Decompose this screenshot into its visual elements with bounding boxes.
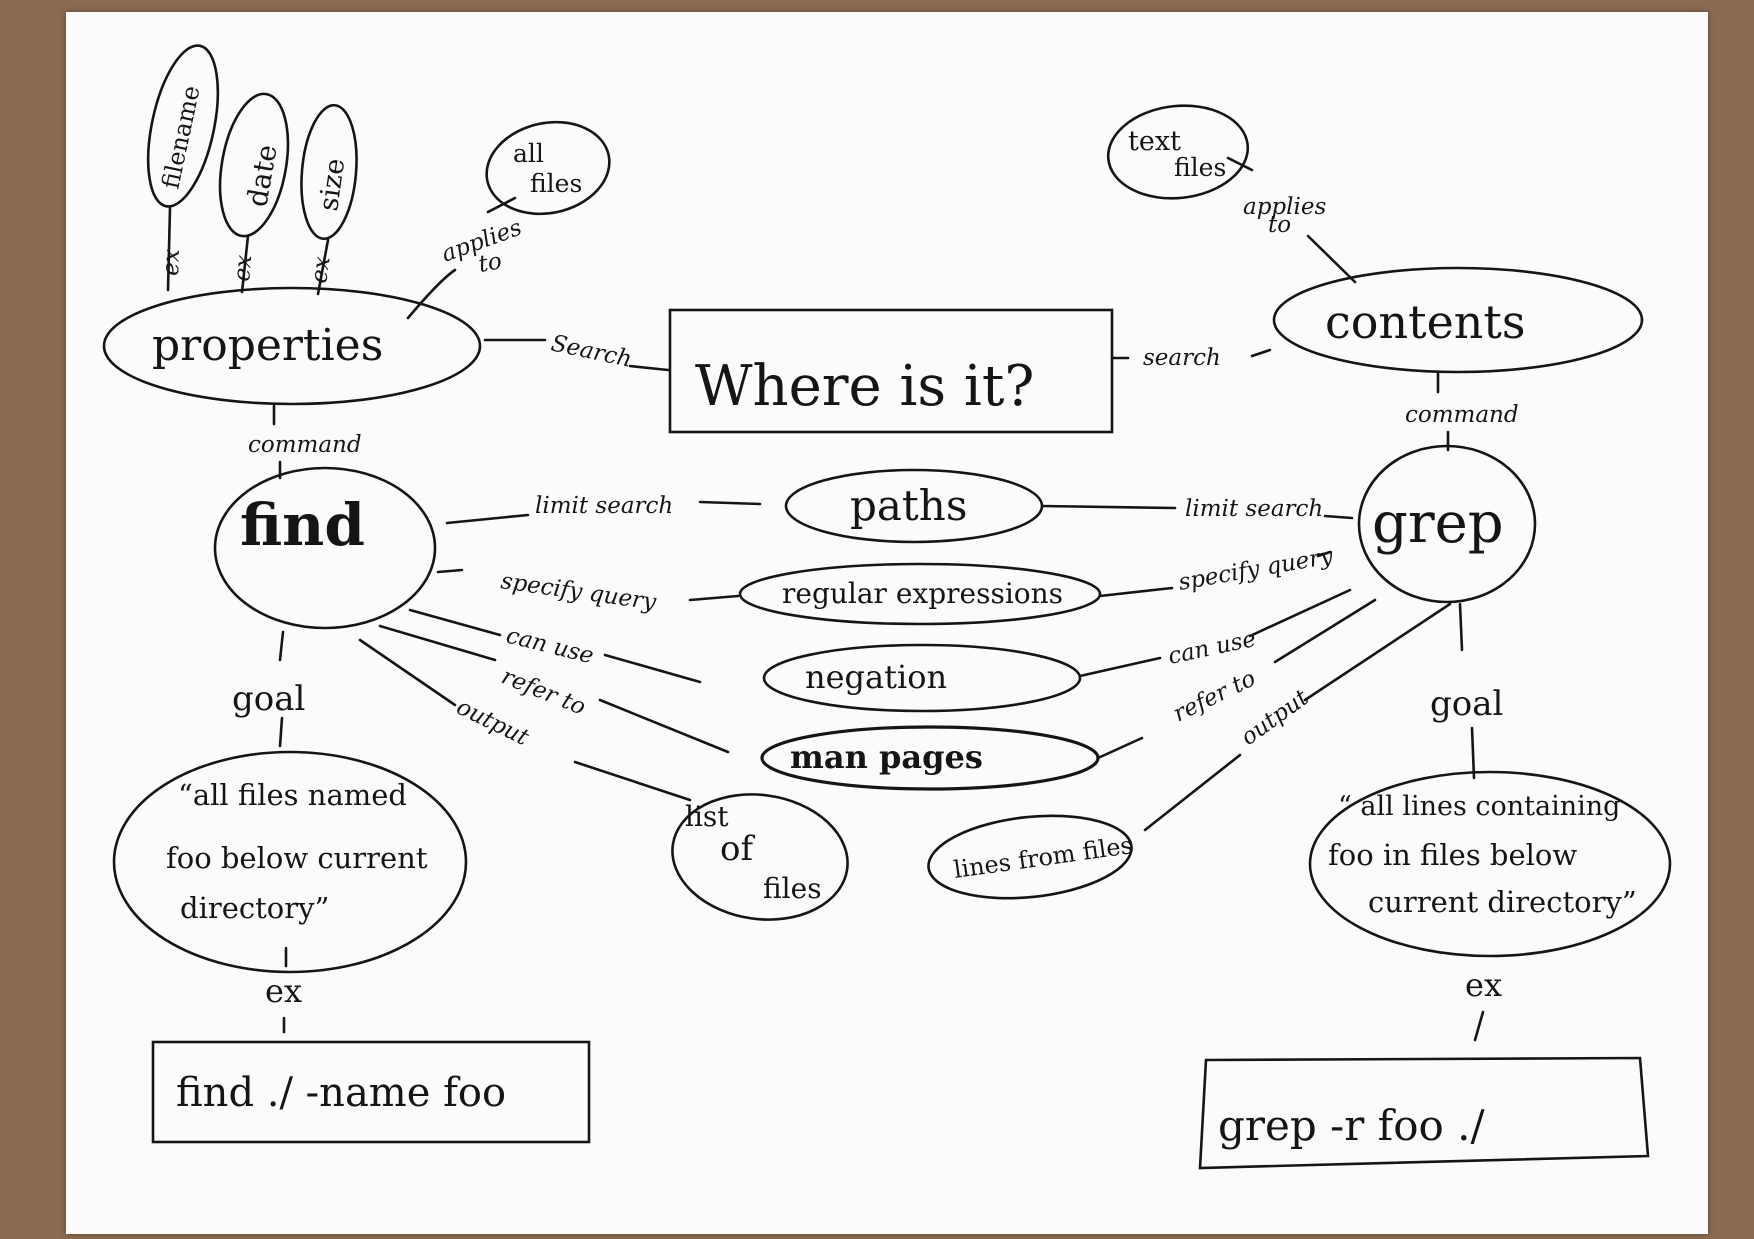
list-files-label-1: list — [685, 800, 729, 833]
edge-find-goal-a — [278, 630, 285, 662]
paths-label: paths — [850, 481, 967, 530]
edge-label-applies-left-2: to — [477, 248, 504, 278]
list-files-label-2: of — [720, 829, 755, 869]
grep-label: grep — [1372, 491, 1504, 556]
edge-label-referto-left: refer to — [498, 663, 589, 720]
edge-grep-manpages — [1096, 598, 1377, 760]
edge-grep-paths — [1040, 504, 1354, 520]
text-files-label-1: text — [1128, 126, 1181, 157]
edge-filename-properties — [166, 206, 172, 292]
edge-properties-all-files — [406, 196, 517, 320]
edge-properties-title-2 — [628, 364, 670, 372]
grep-example-text: grep -r foo ./ — [1218, 1101, 1485, 1150]
edge-label-command-right: command — [1405, 402, 1519, 428]
text-files-node — [1106, 104, 1250, 200]
contents-label: contents — [1325, 295, 1526, 349]
edge-size-properties — [316, 238, 330, 296]
edge-label-goal-right: goal — [1430, 684, 1503, 724]
edge-title-contents — [1110, 348, 1272, 360]
edge-label-applies-right-2: to — [1268, 212, 1291, 238]
text-files-label-2: files — [1174, 153, 1226, 182]
find-example-box — [151, 1040, 591, 1144]
edge-grep-regex — [1098, 550, 1332, 598]
filename-node — [146, 44, 220, 208]
negation-label: negation — [805, 658, 947, 696]
edge-label-limit-right: limit search — [1185, 496, 1323, 522]
edge-find-regex — [436, 568, 740, 602]
find-node — [213, 466, 437, 630]
grep-goal-line-3: current directory” — [1368, 885, 1637, 919]
edge-find-list — [358, 638, 692, 802]
edge-label-ex-1: ex — [158, 249, 185, 277]
properties-node — [102, 286, 482, 406]
edge-label-ex-left: ex — [265, 972, 302, 1010]
all-files-label-1: all — [513, 139, 544, 168]
grep-goal-node — [1308, 770, 1672, 958]
edge-label-specify-right: specify query — [1177, 543, 1336, 596]
date-node — [218, 92, 290, 238]
edge-grep-lines — [1143, 602, 1452, 832]
title-box — [668, 308, 1114, 434]
list-files-label-3: files — [763, 872, 822, 905]
edge-label-specify-left: specify query — [499, 568, 658, 616]
edge-label-ex-2: ex — [229, 254, 257, 283]
edge-find-goal-b — [278, 716, 284, 748]
edge-label-search-right: search — [1143, 345, 1221, 371]
contents-node — [1272, 266, 1644, 374]
grep-node — [1357, 444, 1537, 604]
find-goal-node — [112, 750, 468, 974]
edge-find-paths — [445, 500, 762, 525]
edge-grep-goal-b — [1470, 726, 1476, 780]
regex-label: regular expressions — [782, 577, 1063, 610]
edge-label-canuse-right: can use — [1166, 626, 1258, 670]
edge-grep-negation — [1078, 588, 1352, 678]
size-node — [300, 103, 358, 241]
edge-text-files-contents — [1226, 156, 1357, 284]
edge-label-search-left: Search — [549, 330, 634, 372]
find-label: find — [240, 491, 365, 559]
edge-goal-example-right — [1473, 1010, 1485, 1042]
edge-find-negation — [408, 608, 702, 684]
grep-goal-line-1: “ all lines containing — [1338, 791, 1620, 822]
edge-grep-goal-a — [1458, 602, 1464, 652]
lines-from-files-node — [927, 814, 1133, 900]
all-files-node — [485, 120, 611, 216]
all-files-label-2: files — [530, 169, 582, 198]
find-goal-line-1: “all files named — [178, 778, 407, 812]
edge-date-properties — [240, 234, 250, 294]
find-goal-line-3: directory” — [180, 891, 329, 925]
properties-label: properties — [152, 320, 383, 371]
edge-label-output-left: output — [452, 694, 533, 751]
title-text: Where is it? — [695, 354, 1034, 419]
edge-label-referto-right: refer to — [1169, 665, 1260, 727]
negation-node — [762, 643, 1082, 713]
edge-label-ex-3: ex — [306, 255, 335, 285]
edge-label-applies-right-1: applies — [1243, 194, 1326, 220]
edge-label-limit-left: limit search — [535, 493, 673, 519]
edge-label-goal-left: goal — [232, 679, 305, 719]
list-files-node — [671, 793, 849, 921]
grep-example-box — [1198, 1056, 1650, 1170]
find-example-text: find ./ -name foo — [176, 1070, 506, 1116]
regex-node — [738, 562, 1102, 626]
edge-label-command-left: command — [248, 432, 362, 458]
find-goal-line-2: foo below current — [166, 841, 428, 875]
manpages-label: man pages — [790, 738, 983, 776]
grep-goal-line-2: foo in files below — [1328, 838, 1577, 872]
edge-find-manpages — [378, 624, 730, 754]
edge-label-canuse-left: can use — [504, 623, 597, 670]
size-label: size — [313, 156, 351, 213]
edge-label-ex-right: ex — [1465, 966, 1502, 1004]
